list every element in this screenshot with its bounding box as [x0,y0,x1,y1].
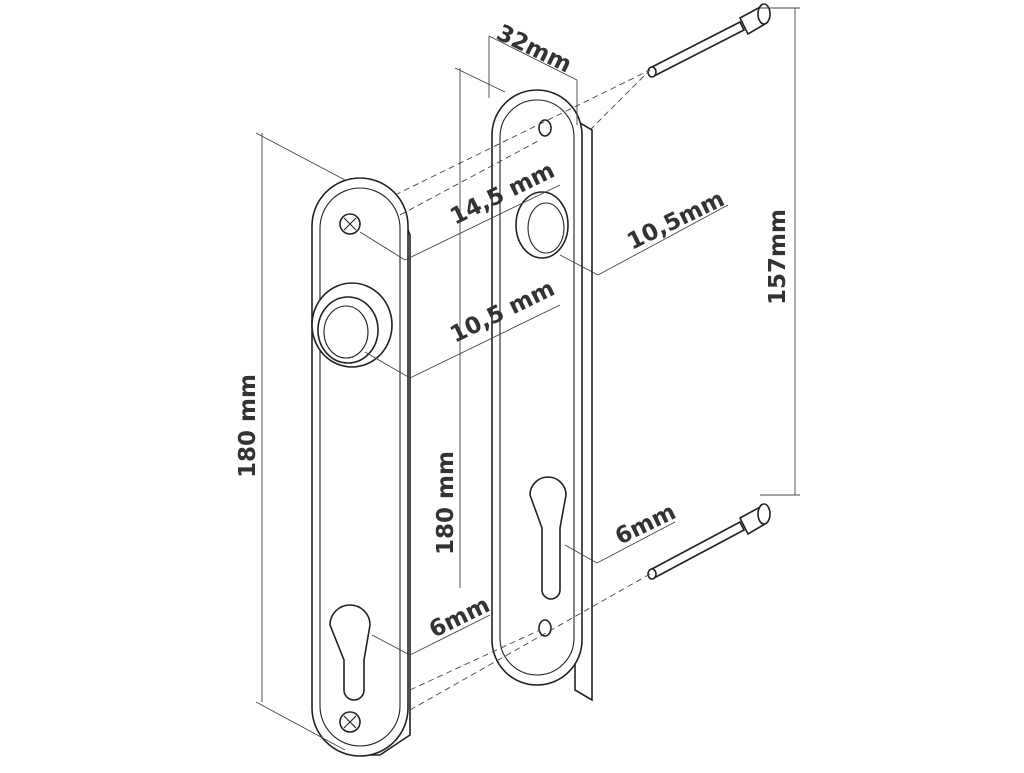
front-top-screw-icon [339,213,361,235]
back-top-screw-hole [538,119,552,137]
label-6mm-back: 6mm [611,499,680,550]
front-spindle-boss [311,282,393,368]
label-180mm-outer: 180 mm [235,374,261,478]
label-180mm-inner: 180 mm [433,451,459,555]
back-cylinder-hole [529,476,567,600]
front-plate [311,177,411,757]
back-spindle-hole [515,191,569,259]
label-32mm: 32mm [492,20,575,78]
alignment-lines [394,69,651,711]
label-157mm: 157mm [765,209,791,305]
bottom-bolt-icon [647,503,771,580]
front-cylinder-hole [329,604,371,701]
dimension-lines [255,7,800,751]
back-plate [491,89,593,702]
label-10-5mm-back: 10,5mm [623,186,728,255]
front-bottom-screw-icon [339,711,361,733]
back-bottom-screw-hole [538,619,552,637]
label-6mm-front: 6mm [425,592,494,643]
top-bolt-icon [647,3,771,78]
